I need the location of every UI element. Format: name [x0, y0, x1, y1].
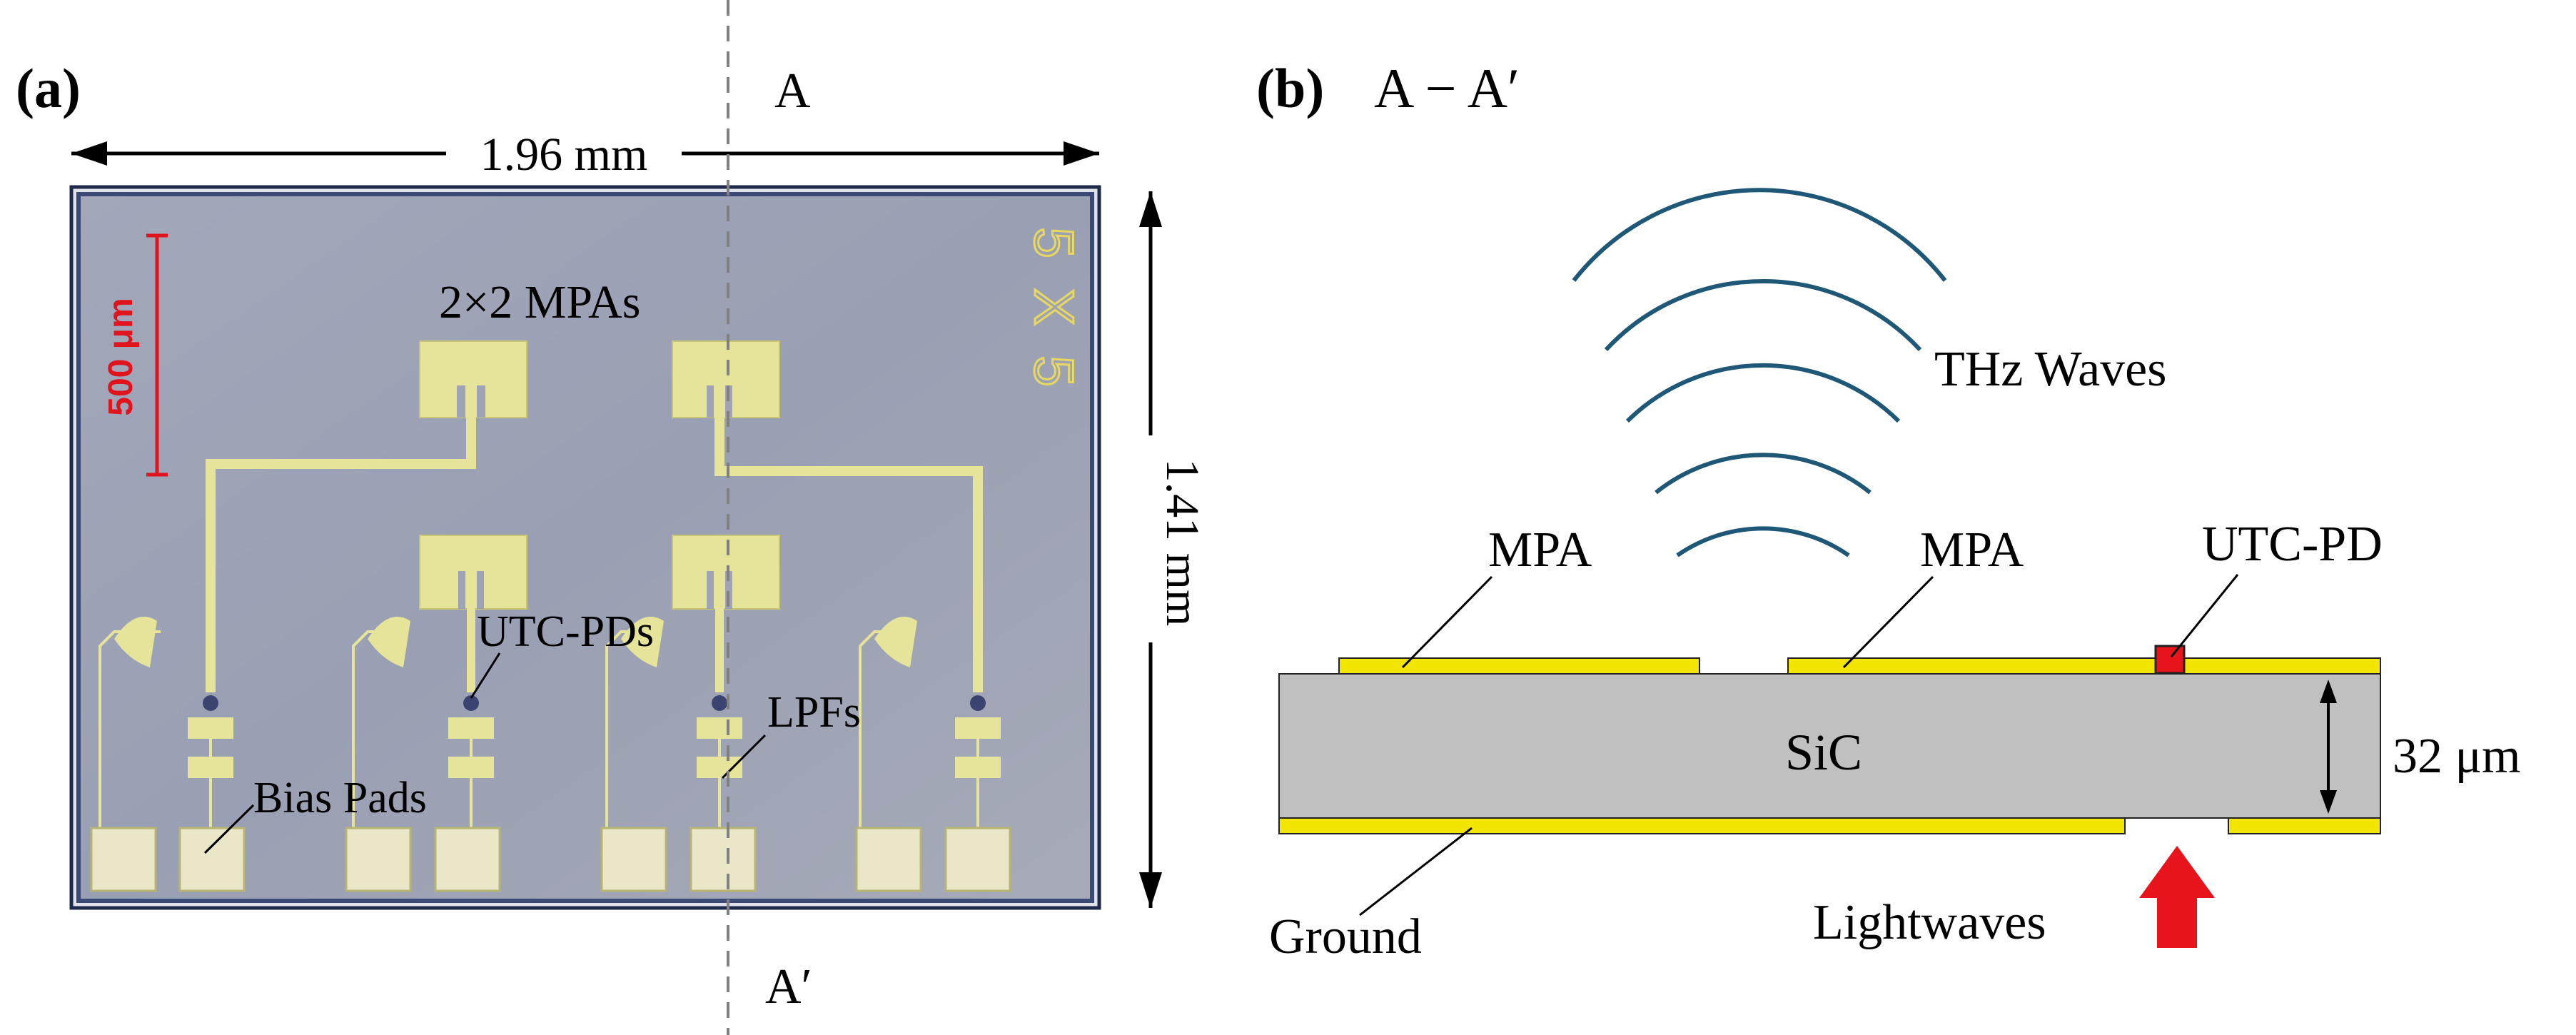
height-dimension: 1.41 mm [1128, 191, 1208, 908]
thickness-label: 32 μm [2393, 729, 2520, 784]
wave-arc [1572, 188, 1947, 282]
wave-arc [1625, 363, 1901, 423]
wave-arc [1676, 526, 1850, 557]
width-dimension: 1.96 mm [71, 128, 1099, 181]
chip-marking: 5 X 5 [1022, 226, 1087, 388]
panel-b-title: A − A′ [1374, 57, 1520, 119]
width-arrow-left-head [71, 141, 107, 166]
section-top-label: A [774, 64, 811, 118]
width-arrow-right-head [1064, 141, 1099, 166]
utc-pd [970, 695, 986, 711]
mpa-right-metal [1787, 657, 2381, 675]
radial-stubs [114, 616, 917, 667]
section-bottom-label: A′ [765, 959, 812, 1014]
scale-bar-label: 500 μm [102, 298, 140, 415]
ground-right [2228, 817, 2381, 834]
thz-waves-label: THz Waves [1934, 342, 2166, 397]
chip-surface [76, 192, 1094, 903]
sic-substrate [1278, 673, 2381, 819]
chip-marking-mid: X [1023, 288, 1086, 325]
utc-pd [463, 695, 479, 711]
mpa-left-metal [1338, 657, 1700, 675]
utc-pd-label: UTC-PD [2202, 517, 2383, 572]
lpfs [188, 717, 1001, 778]
mpas-label: 2×2 MPAs [439, 276, 640, 328]
top-metal [1338, 657, 2381, 675]
panel-a: (a) 1.96 mm 500 μm 5 X 5 [16, 0, 1208, 1035]
mpa-left-label: MPA [1488, 522, 1592, 577]
thz-wave-arcs [1572, 188, 1947, 557]
width-dimension-label: 1.96 mm [480, 128, 648, 181]
ground-leader [1359, 827, 1473, 917]
ground-label: Ground [1269, 909, 1422, 964]
bias-pads [90, 827, 1011, 892]
height-dimension-label: 1.41 mm [1156, 459, 1208, 627]
utc-pd-dots [203, 695, 986, 711]
panel-b-label: (b) [1256, 57, 1324, 119]
bias-pads-leader [203, 804, 255, 854]
mpa-right-label: MPA [1920, 522, 2024, 577]
lpfs-label: LPFs [767, 688, 861, 737]
ground-metal [1278, 817, 2381, 834]
utc-pds-leader [470, 652, 501, 699]
chip-photo: 500 μm 5 X 5 [69, 185, 1101, 910]
panel-a-label: (a) [16, 57, 81, 119]
wave-arc [1655, 453, 1872, 495]
utc-pd [203, 695, 218, 711]
wave-arc [1604, 279, 1922, 352]
utc-pds-label: UTC-PDs [477, 607, 654, 656]
feed-lines [206, 385, 983, 692]
width-label-bg [446, 128, 682, 180]
lightwaves-arrow [2139, 846, 2215, 948]
utc-pd-leader [2170, 574, 2239, 657]
bias-pads-label: Bias Pads [253, 774, 427, 822]
lightwaves-label: Lightwaves [1813, 895, 2046, 950]
utc-pd-block [2154, 645, 2186, 675]
panel-b: (b) A − A′ THz Waves SiC MPA MPA [1256, 57, 2520, 964]
mpa-right-leader [1842, 575, 1934, 669]
ground-left [1278, 817, 2126, 834]
utc-pd [712, 695, 727, 711]
chip-marking-top: 5 [1023, 227, 1086, 258]
mpa-left-leader [1401, 575, 1493, 669]
thickness-dimension: 32 μm [2320, 680, 2520, 814]
substrate-label: SiC [1785, 724, 1862, 781]
chip-marking-bottom: 5 [1023, 355, 1086, 386]
